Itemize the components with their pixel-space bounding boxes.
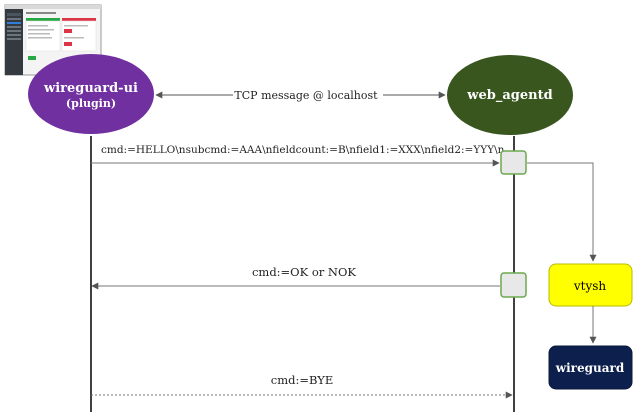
- vtysh-label: vtysh: [573, 279, 607, 293]
- message-hello: cmd:=HELLO\nsubcmd:=AAA\nfieldcount:=B\n…: [91, 144, 514, 167]
- app-screenshot-thumbnail: [4, 4, 102, 76]
- vtysh-connector: [527, 162, 597, 262]
- participant-web-agentd: web_agentd: [447, 55, 573, 135]
- message-ok-nok: cmd:=OK or NOK: [91, 265, 500, 290]
- activation-box-response: [500, 272, 527, 298]
- message-ok-nok-label: cmd:=OK or NOK: [252, 265, 356, 279]
- participant-wireguard-ui: wireguard-ui (plugin): [28, 54, 154, 134]
- tcp-link-label-bg: [233, 85, 383, 103]
- wireguard-ui-label: wireguard-ui: [43, 81, 138, 96]
- vtysh-box-shape: [548, 263, 633, 307]
- wireguard-box-shape: [548, 345, 633, 390]
- tcp-link-label: TCP message @ localhost: [234, 89, 378, 102]
- tcp-link: TCP message @ localhost: [155, 85, 446, 103]
- web-agentd-label: web_agentd: [466, 88, 552, 103]
- message-bye: cmd:=BYE: [91, 373, 513, 399]
- wireguard-ui-node: [28, 54, 154, 134]
- wireguard-box: wireguard: [548, 345, 633, 390]
- message-bye-label: cmd:=BYE: [271, 373, 333, 387]
- web-agentd-node: [447, 55, 573, 135]
- message-hello-label: cmd:=HELLO\nsubcmd:=AAA\nfieldcount:=B\n…: [101, 144, 514, 156]
- vtysh-box: vtysh: [548, 263, 633, 307]
- wireguard-label: wireguard: [555, 361, 625, 375]
- activation-box-request: [500, 150, 527, 175]
- wireguard-ui-subtitle: (plugin): [66, 97, 116, 110]
